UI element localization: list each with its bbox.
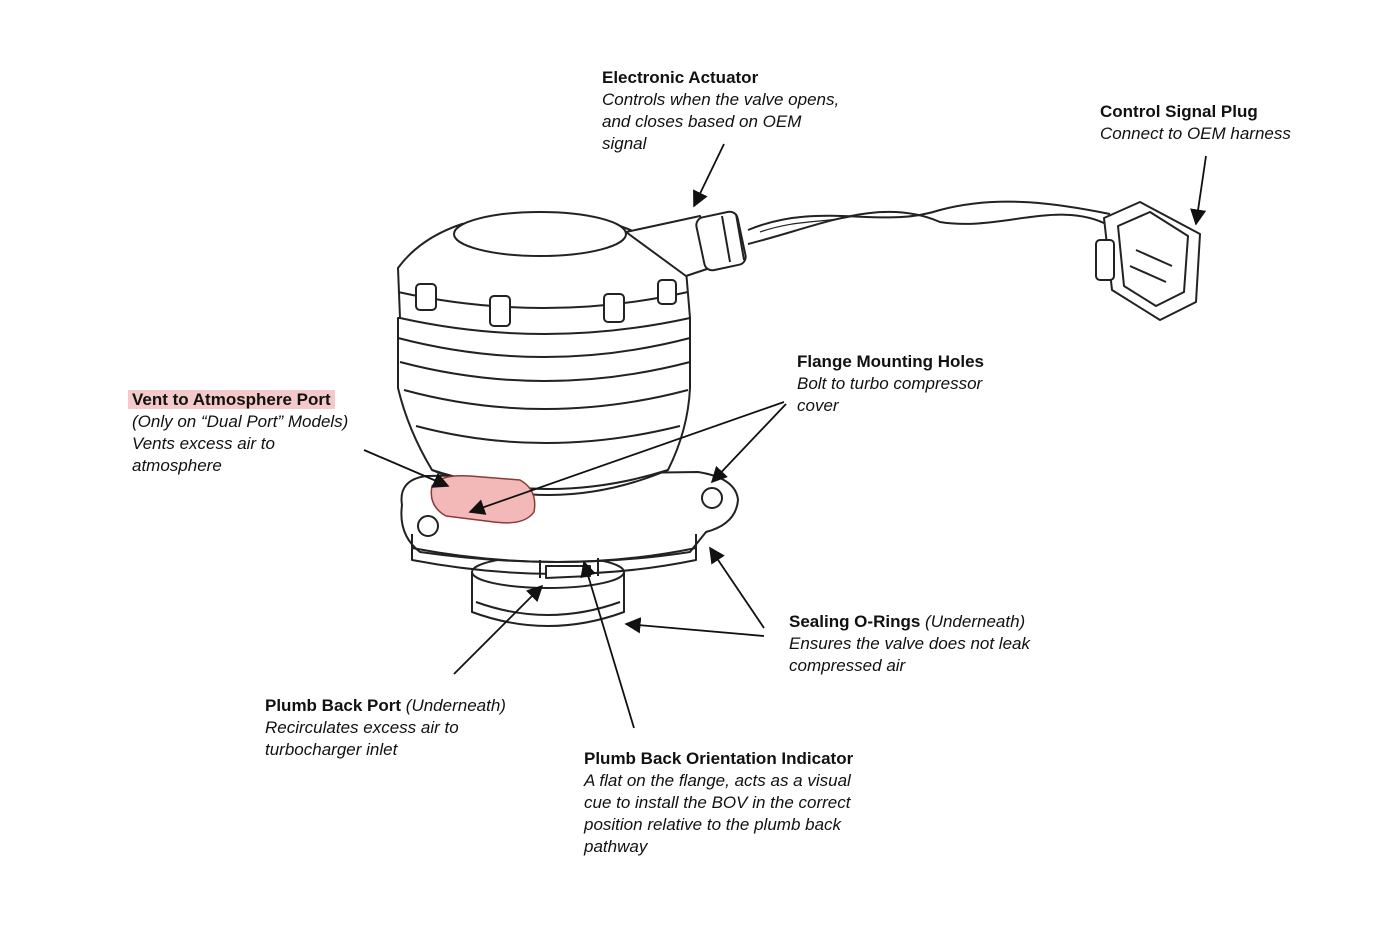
callout-desc: A flat on the flange, acts as a visual bbox=[584, 771, 851, 790]
arrow-o-ring-flange bbox=[709, 546, 765, 629]
callout-title: Control Signal Plug bbox=[1100, 102, 1258, 121]
callout-vent-to-atmosphere-port: Vent to Atmosphere Port (Only on “Dual P… bbox=[128, 389, 349, 477]
wiring-harness bbox=[747, 200, 1111, 245]
callout-title: Vent to Atmosphere Port bbox=[128, 390, 335, 409]
callout-desc: position relative to the plumb back bbox=[584, 815, 842, 834]
arrow-o-ring-port bbox=[624, 617, 765, 637]
valve-body bbox=[397, 317, 691, 496]
callout-plumb-back-orientation-indicator: Plumb Back Orientation Indicator A flat … bbox=[584, 748, 853, 858]
callout-desc: Recirculates excess air to bbox=[265, 718, 459, 737]
callout-desc: cover bbox=[797, 396, 839, 415]
callout-desc: Connect to OEM harness bbox=[1100, 124, 1291, 143]
callout-title: Flange Mounting Holes bbox=[797, 352, 984, 371]
callout-desc: compressed air bbox=[789, 656, 906, 675]
callout-electronic-actuator: Electronic Actuator Controls when the va… bbox=[602, 67, 839, 155]
control-signal-plug-body bbox=[1095, 201, 1201, 321]
arrow-plumb-back-port bbox=[453, 584, 544, 675]
arrow-flange-hole-left bbox=[468, 401, 785, 515]
flange-hole-right bbox=[701, 487, 723, 509]
callout-desc: Bolt to turbo compressor bbox=[797, 374, 983, 393]
arrow-flange-hole-right bbox=[710, 403, 787, 484]
callout-flange-mounting-holes: Flange Mounting Holes Bolt to turbo comp… bbox=[797, 351, 984, 417]
callout-desc: Vents excess air to bbox=[132, 434, 275, 453]
callout-desc: signal bbox=[602, 134, 647, 153]
callout-desc: cue to install the BOV in the correct bbox=[584, 793, 851, 812]
callout-title: Electronic Actuator bbox=[602, 68, 759, 87]
arrow-orientation-indicator bbox=[580, 560, 635, 729]
actuator-cap bbox=[397, 211, 691, 335]
flange-hole-left bbox=[417, 515, 439, 537]
actuator-connector bbox=[625, 210, 747, 277]
callout-desc: (Only on “Dual Port” Models) bbox=[132, 412, 349, 431]
callout-note: (Underneath) bbox=[405, 696, 506, 715]
callout-control-signal-plug: Control Signal Plug Connect to OEM harne… bbox=[1100, 101, 1291, 145]
callout-sealing-o-rings: Sealing O-Rings (Underneath) Ensures the… bbox=[789, 611, 1030, 677]
callout-title: Plumb Back Orientation Indicator bbox=[584, 749, 854, 768]
arrow-vent-port bbox=[363, 449, 450, 488]
callout-desc: and closes based on OEM bbox=[602, 112, 802, 131]
callout-title: Plumb Back Port bbox=[265, 696, 402, 715]
callout-note: (Underneath) bbox=[925, 612, 1026, 631]
callout-desc: atmosphere bbox=[132, 456, 222, 475]
callout-desc: Ensures the valve does not leak bbox=[789, 634, 1030, 653]
callout-title: Sealing O-Rings bbox=[789, 612, 921, 631]
callout-desc: pathway bbox=[584, 837, 648, 856]
vent-port-highlight bbox=[430, 474, 536, 524]
arrow-electronic-actuator bbox=[693, 143, 725, 208]
arrow-control-signal-plug bbox=[1190, 155, 1207, 226]
callout-desc: Controls when the valve opens, bbox=[602, 90, 840, 109]
callout-desc: turbocharger inlet bbox=[265, 740, 398, 759]
callout-plumb-back-port: Plumb Back Port (Underneath) Recirculate… bbox=[265, 695, 506, 761]
